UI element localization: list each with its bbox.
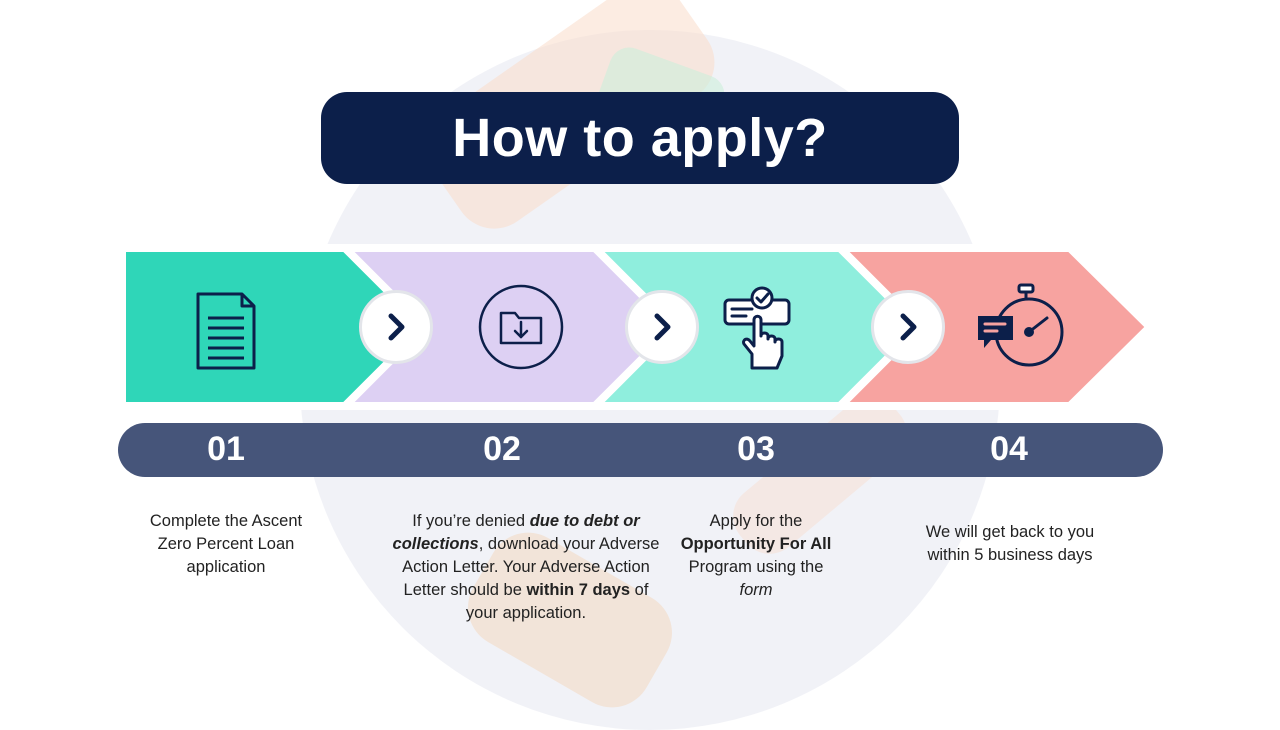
step-1-text: Complete the Ascent Zero Percent Loan ap…	[149, 512, 303, 576]
hand-click-checkmark-icon	[723, 286, 791, 370]
step-2-text-part1: If you’re denied	[412, 512, 530, 530]
step-2-text-part3: of your application.	[465, 581, 649, 622]
step-3-text-part2: Program using the	[688, 558, 824, 576]
step-3-form-link[interactable]: form	[739, 581, 773, 599]
step-2-emphasis-debt: due to debt or collections	[392, 512, 640, 553]
step-number-1: 01	[207, 430, 245, 468]
chevron-right-icon	[359, 290, 433, 364]
step-number-4: 04	[990, 430, 1028, 468]
step-4-description: We will get back to you within 5 busines…	[910, 521, 1110, 567]
step-1-description: Complete the Ascent Zero Percent Loan ap…	[134, 510, 318, 579]
step-number-bar	[118, 423, 1163, 477]
chevron-right-icon	[625, 290, 699, 364]
step-2-text-part2: , download your Adverse Action Letter. Y…	[402, 535, 660, 599]
step-2-description: If you’re denied due to debt or collecti…	[388, 510, 664, 625]
step-3-emphasis-program: Opportunity For All	[680, 535, 832, 553]
title-banner: How to apply?	[321, 92, 959, 184]
folder-download-icon	[478, 284, 564, 370]
chevron-right-icon	[871, 290, 945, 364]
step-3-text-part1: Apply for the	[709, 512, 803, 530]
step-4-text: We will get back to you within 5 busines…	[925, 523, 1095, 564]
step-number-2: 02	[483, 430, 521, 468]
page-title: How to apply?	[452, 108, 828, 168]
stopwatch-chat-icon	[978, 283, 1064, 367]
step-number-3: 03	[737, 430, 775, 468]
step-2-emphasis-days: within 7 days	[526, 581, 631, 599]
step-3-description: Apply for the Opportunity For All Progra…	[672, 510, 840, 602]
document-icon	[196, 292, 256, 370]
